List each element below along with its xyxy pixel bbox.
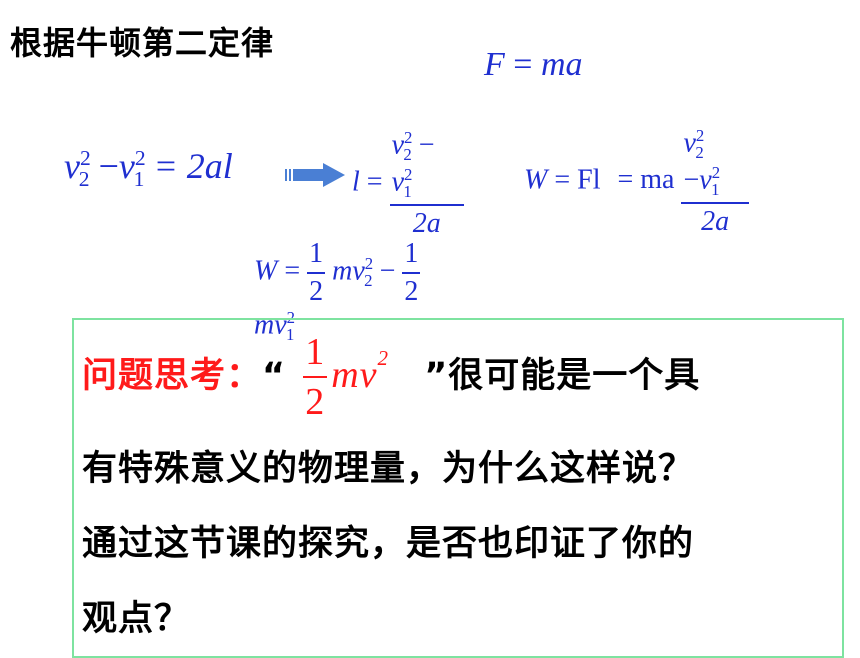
page-heading: 根据牛顿第二定律 [10, 24, 275, 62]
implies-arrow-icon [285, 163, 345, 187]
open-quote: “ [262, 356, 287, 396]
work-ma: = ma [617, 164, 675, 196]
kinetic-energy-work-equation: W = 1 2 mv22 − 1 2 mv21 [254, 238, 421, 344]
half-numerator: 1 [404, 238, 419, 269]
equals-sign: = [513, 46, 533, 83]
displacement-symbol: l [352, 166, 360, 198]
denominator-2a: 2a [412, 207, 441, 239]
red-mv-term: mv [331, 354, 378, 396]
kinematic-equation: v22 −v21 = 2al [64, 146, 233, 192]
work-symbol: W [524, 164, 548, 196]
red-half-numerator: 1 [305, 331, 326, 373]
denominator-2a: 2a [701, 205, 730, 237]
question-line-3: 通过这节课的探究，是否也印证了你的 [82, 524, 695, 564]
question-line-1: 问题思考：“ 1 2 mv2 ”很可能是一个具 [82, 330, 701, 424]
mv-term: mv [254, 309, 287, 341]
newton-second-law-equation: F = ma [484, 46, 583, 84]
kinematic-rhs: = 2al [153, 146, 233, 186]
mv-term: mv [332, 255, 365, 287]
question-line-1-tail: 很可能是一个具 [448, 356, 701, 396]
work-symbol: W [254, 255, 278, 287]
question-label: 问题思考： [82, 356, 263, 396]
question-line-4: 观点？ [82, 599, 191, 639]
red-half-denominator: 2 [305, 381, 326, 423]
displacement-equation: l = v22 − v21 2a [352, 128, 464, 240]
kinetic-energy-fraction: 1 2 [303, 330, 328, 424]
work-equation: W = Fl = ma v22 −v21 2a [524, 126, 749, 238]
half-numerator: 1 [309, 238, 324, 269]
work-fl: = Fl [554, 164, 601, 196]
force-symbol: F [484, 46, 505, 83]
close-quote: ” [424, 356, 449, 396]
mass-acceleration: ma [540, 46, 583, 83]
half-denominator: 2 [404, 276, 419, 307]
question-line-2: 有特殊意义的物理量，为什么这样说？ [82, 449, 695, 489]
half-denominator: 2 [309, 276, 324, 307]
